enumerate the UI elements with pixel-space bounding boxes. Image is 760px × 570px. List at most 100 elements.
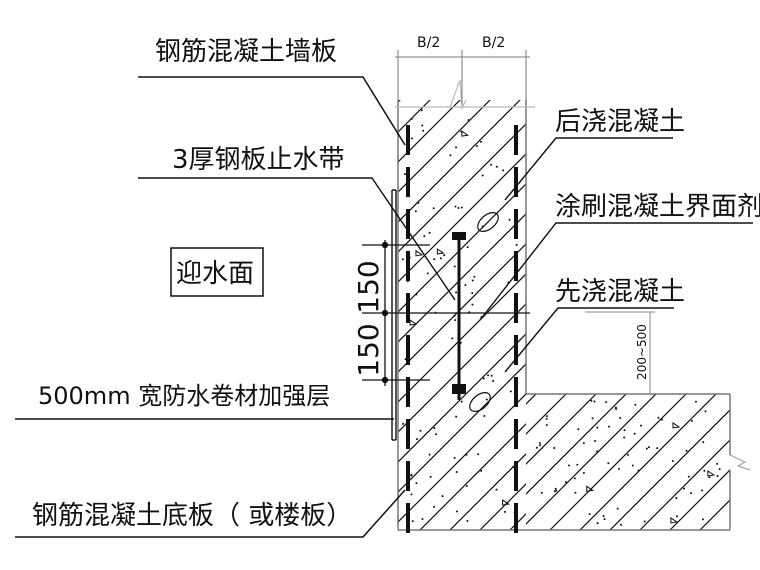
aggregate-dot [455,146,458,149]
break-line [729,454,751,471]
hatch-line [0,40,400,540]
aggregate-stone [707,470,716,477]
aggregate-dot [591,417,594,420]
vertical-dimension [362,240,530,386]
aggregate-dot [426,272,429,275]
aggregate-stone [436,248,445,255]
aggregate-dot [607,425,610,428]
aggregate-dot [671,459,674,462]
aggregate-dot [676,515,679,518]
hatch-line [398,100,521,223]
aggregate-dot [451,337,454,340]
rebar-lines [406,125,518,533]
aggregate-dot [690,419,693,422]
aggregate-dot [433,427,436,430]
aggregate-dot [456,510,459,513]
aggregate-dot [594,439,597,442]
aggregate-dot [508,218,511,221]
aggregate-dot [466,246,469,249]
aggregate-dot [545,423,548,426]
waterproof-membrane [391,189,397,441]
leader-wall [138,76,406,146]
aggregate-dot [631,464,634,467]
aggregate-dot [602,515,605,518]
aggregate-dot [480,469,483,472]
aggregate-dot [545,415,548,418]
aggregate-dot [634,403,637,406]
aggregate-dot [687,475,690,478]
aggregate-dot [477,453,480,456]
aggregate-dot [683,487,686,490]
aggregate-dot [538,442,541,445]
aggregate-dot [645,447,648,450]
hatch-line [398,333,526,463]
aggregate-dot [471,292,474,295]
hatch-line [398,393,526,523]
aggregate-dot [415,482,418,485]
dim-step-height: 200~500 [635,324,649,380]
aggregate-dot [702,441,705,444]
aggregate-dot [716,474,719,477]
aggregate-dot [568,464,571,467]
aggregate-dot [616,507,619,510]
aggregate-dot [439,257,442,260]
aggregate-dot [574,491,577,494]
aggregate-dot [428,231,431,234]
aggregate-dot [708,476,711,479]
slab-concrete-hatch [526,394,730,530]
hatch-line [398,100,491,193]
aggregate-dot [512,466,515,469]
aggregate-dot [573,477,576,480]
dim-half-width-left: B/2 [417,35,440,51]
aggregate-dot [555,489,558,492]
hatch-line [729,529,730,530]
hatch-line [639,439,730,530]
aggregate-dot [410,474,413,477]
aggregate-dot [647,446,650,449]
aggregate-dot [615,408,618,411]
aggregate-dot [471,303,474,306]
aggregate-dot [410,117,413,120]
label-water-face: 迎水面 [176,259,254,289]
aggregate-dot [596,426,599,429]
aggregate-dot [535,446,538,449]
aggregate-dot [483,414,486,417]
hatch-line [579,394,717,530]
dim-upper-150: 150 [352,260,385,313]
aggregate-dot [605,401,608,404]
aggregate-stone [461,130,470,137]
aggregate-dot [685,449,688,452]
aggregate-dot [435,433,438,436]
aggregate-dot [455,415,458,418]
hatch-line [398,273,526,403]
aggregate-dot [410,137,413,140]
hatch-line [526,394,657,525]
aggregate-dot [539,444,542,447]
aggregate-dot [453,456,456,459]
aggregate-dot [443,254,446,257]
aggregate-dot [416,438,419,441]
label-wall: 钢筋混凝土墙板 [155,37,337,67]
aggregate-dot [623,429,626,432]
aggregate-dot [457,206,460,209]
aggregate-dot [453,314,456,317]
hatch-line [419,423,526,530]
aggregate-dot [420,109,423,112]
aggregate-dot [473,275,476,278]
hatch-line [526,394,597,465]
aggregate-dot [415,293,418,296]
aggregate-dots [401,109,721,526]
aggregate-dot [487,374,490,377]
aggregate-dot [504,510,507,513]
aggregate-dot [453,265,456,268]
hatch-line [398,100,401,103]
aggregate-dot [590,399,593,402]
aggregate-dot [564,481,567,484]
aggregate-dot [401,258,404,261]
wall-concrete-hatch [0,40,526,540]
hatch-line [526,394,537,405]
steel-plate-waterstop [452,212,499,412]
aggregate-dot [479,140,482,143]
